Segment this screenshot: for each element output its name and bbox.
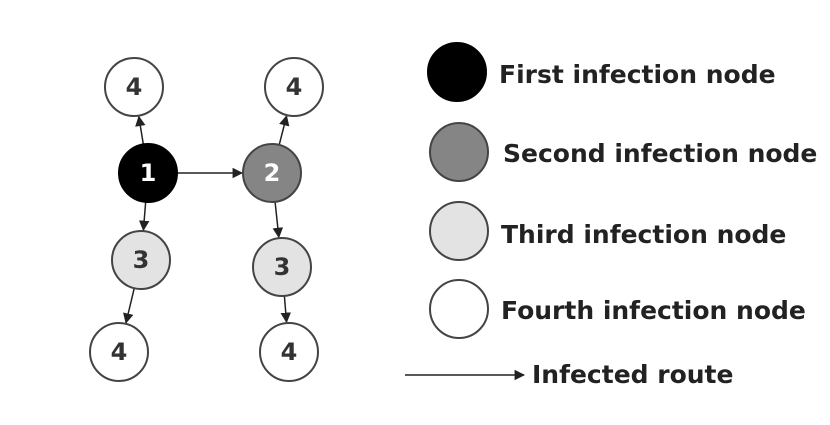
legend-label-first: First infection node [499, 60, 776, 89]
node-n4a: 4 [104, 57, 164, 117]
node-circle-n1 [118, 143, 178, 203]
nodes-layer: 1 2 3 3 4 4 4 4 [89, 57, 324, 382]
node-n4b: 4 [264, 57, 324, 117]
node-label-n4d: 4 [281, 338, 298, 366]
edge-n2-to-n4b [278, 115, 290, 146]
node-label-n4b: 4 [286, 73, 303, 101]
legend: First infection node Second infection no… [405, 42, 817, 389]
legend-swatch-second [429, 122, 489, 182]
node-circle-n4a [104, 57, 164, 117]
node-n3b: 3 [252, 237, 312, 297]
edge-n2-to-n3b [272, 201, 284, 239]
legend-swatch-third [429, 201, 489, 261]
edge-n3a-to-n4c [123, 288, 135, 324]
node-label-n3b: 3 [274, 253, 291, 281]
node-label-n1: 1 [140, 159, 157, 187]
edge-n1-to-n4a [135, 115, 146, 145]
legend-item-second: Second infection node [429, 122, 817, 182]
node-label-n4c: 4 [111, 338, 128, 366]
legend-item-first: First infection node [427, 42, 776, 102]
edge-n3b-to-n4d [280, 295, 291, 324]
legend-label-fourth: Fourth infection node [501, 296, 806, 325]
node-circle-n3b [252, 237, 312, 297]
legend-item-route: Infected route [405, 360, 733, 389]
legend-item-fourth: Fourth infection node [429, 279, 806, 339]
legend-swatch-fourth [429, 279, 489, 339]
node-circle-n4c [89, 322, 149, 382]
node-circle-n2 [242, 143, 302, 203]
node-n4c: 4 [89, 322, 149, 382]
legend-label-route: Infected route [532, 360, 733, 389]
legend-label-third: Third infection node [501, 220, 786, 249]
node-circle-n4b [264, 57, 324, 117]
edge-n1-to-n3a [138, 201, 150, 232]
node-n1: 1 [118, 143, 178, 203]
node-label-n4a: 4 [126, 73, 143, 101]
node-circle-n4d [259, 322, 319, 382]
node-label-n3a: 3 [133, 246, 150, 274]
node-label-n2: 2 [264, 159, 281, 187]
legend-label-second: Second infection node [503, 139, 817, 168]
legend-swatch-first [427, 42, 487, 102]
node-n4d: 4 [259, 322, 319, 382]
node-n2: 2 [242, 143, 302, 203]
legend-item-third: Third infection node [429, 201, 786, 261]
edges-layer [123, 115, 291, 324]
node-n3a: 3 [111, 230, 171, 290]
node-circle-n3a [111, 230, 171, 290]
